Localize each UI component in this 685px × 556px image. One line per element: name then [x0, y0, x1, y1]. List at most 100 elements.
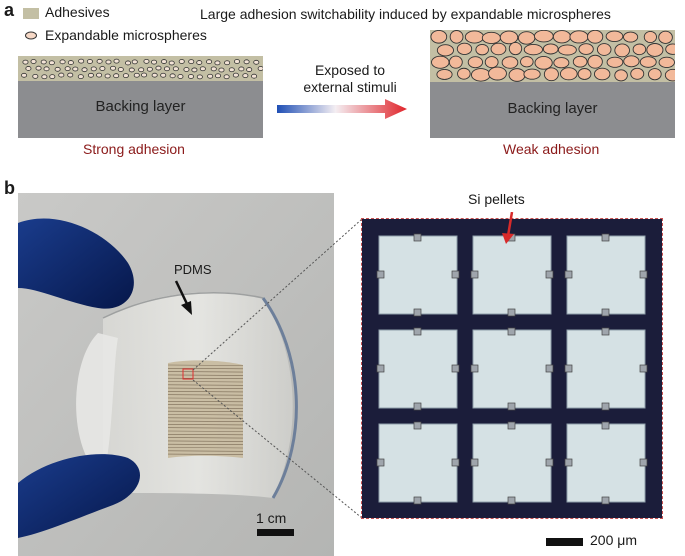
microsphere-expanded	[436, 44, 454, 57]
pdms-photo	[18, 193, 334, 556]
pellet-anchor	[470, 364, 479, 373]
stimuli-label-line2: external stimuli	[303, 79, 397, 95]
microsphere-expanded	[464, 30, 485, 44]
microsphere	[138, 67, 145, 73]
microsphere-expanded	[643, 30, 657, 44]
microsphere	[125, 60, 132, 66]
stimuli-label-line1: Exposed to	[314, 62, 386, 78]
microsphere-expanded	[543, 67, 559, 82]
microsphere	[117, 67, 124, 72]
pellet-anchor	[564, 458, 573, 467]
backing-layer-right	[430, 82, 675, 138]
microsphere-expanded	[499, 30, 519, 45]
microsphere-expanded	[632, 43, 647, 56]
microsphere-expanded	[557, 44, 577, 56]
stimuli-arrow-icon	[275, 98, 410, 120]
microsphere	[49, 74, 56, 80]
pellet-anchor	[413, 327, 422, 336]
si-pellet	[378, 329, 458, 409]
microsphere-expanded	[577, 68, 592, 80]
pellet-anchor	[545, 458, 554, 467]
microsphere	[59, 59, 66, 65]
microsphere	[251, 73, 258, 79]
microsphere	[32, 73, 39, 79]
microsphere	[104, 73, 111, 79]
si-array-patch	[167, 360, 244, 458]
pellet-anchor	[601, 327, 610, 336]
si-pellet	[566, 423, 646, 503]
pellet-anchor	[601, 496, 610, 505]
pellet-anchor	[376, 364, 385, 373]
pellet-anchor	[451, 364, 460, 373]
microsphere	[141, 72, 148, 78]
microsphere	[238, 66, 245, 72]
si-pellets-label: Si pellets	[468, 191, 525, 207]
pdms-label: PDMS	[174, 262, 212, 277]
pellet-anchor	[564, 364, 573, 373]
pellet-anchor	[376, 458, 385, 467]
microsphere-expanded	[448, 55, 463, 69]
expanded-microspheres	[430, 30, 675, 82]
microsphere-expanded	[534, 56, 553, 70]
microsphere-expanded	[606, 56, 624, 68]
microsphere-expanded	[553, 57, 570, 69]
scalebar-micro-label: 200 μm	[590, 532, 637, 548]
pellet-anchor	[601, 308, 610, 317]
microsphere	[113, 73, 120, 79]
unexpanded-microspheres	[21, 58, 263, 80]
microsphere-expanded	[648, 68, 662, 81]
microsphere-expanded	[475, 43, 489, 56]
microsphere	[40, 59, 47, 65]
microsphere-expanded	[542, 43, 559, 55]
si-pellet	[378, 235, 458, 315]
microsphere	[196, 74, 203, 80]
microsphere	[187, 74, 194, 79]
microsphere-expanded	[596, 43, 612, 56]
panel-a-label: a	[4, 0, 15, 20]
microsphere	[99, 66, 106, 71]
adhesive-layer-expanded	[430, 30, 675, 82]
microsphere-expanded	[658, 30, 673, 44]
microsphere	[67, 60, 74, 65]
microsphere-expanded	[470, 68, 491, 82]
microsphere-expanded	[587, 54, 603, 69]
microsphere	[257, 66, 263, 71]
pellet-anchor	[507, 496, 516, 505]
pellet-anchor	[601, 233, 610, 242]
microsphere	[206, 59, 213, 65]
microsphere	[67, 72, 74, 78]
microsphere	[25, 66, 32, 71]
stimuli-label: Exposed to external stimuli	[300, 62, 400, 96]
microsphere	[30, 59, 37, 64]
microsphere	[151, 72, 158, 78]
weak-adhesion-stack: Backing layer	[430, 30, 675, 138]
microsphere	[35, 65, 42, 71]
microsphere-expanded	[572, 55, 588, 68]
microsphere-expanded	[508, 41, 523, 56]
microsphere-expanded	[523, 68, 541, 80]
strong-adhesion-stack: Backing layer	[18, 56, 263, 138]
microsphere	[48, 60, 55, 66]
pellet-anchor	[507, 327, 516, 336]
pellet-anchor	[507, 308, 516, 317]
pellet-anchor	[639, 270, 648, 279]
pellet-anchor	[413, 308, 422, 317]
adhesive-layer-unexpanded	[18, 56, 263, 81]
microsphere	[218, 67, 225, 73]
microsphere-expanded	[569, 30, 589, 44]
backing-layer-label-right: Backing layer	[507, 100, 598, 117]
pellet-anchor	[601, 421, 610, 430]
pellet-anchor	[545, 364, 554, 373]
microsphere	[86, 59, 93, 64]
microsphere-expanded	[467, 56, 484, 69]
microsphere	[178, 59, 185, 64]
scalebar-micro-bar	[546, 538, 583, 546]
microsphere	[77, 74, 84, 80]
microsphere-expanded	[623, 31, 639, 43]
microsphere	[113, 58, 120, 64]
microsphere	[96, 58, 103, 64]
pellet-anchor	[413, 421, 422, 430]
microsphere-expanded	[488, 66, 507, 81]
microsphere-legend-icon	[24, 31, 38, 40]
microsphere	[43, 66, 50, 72]
